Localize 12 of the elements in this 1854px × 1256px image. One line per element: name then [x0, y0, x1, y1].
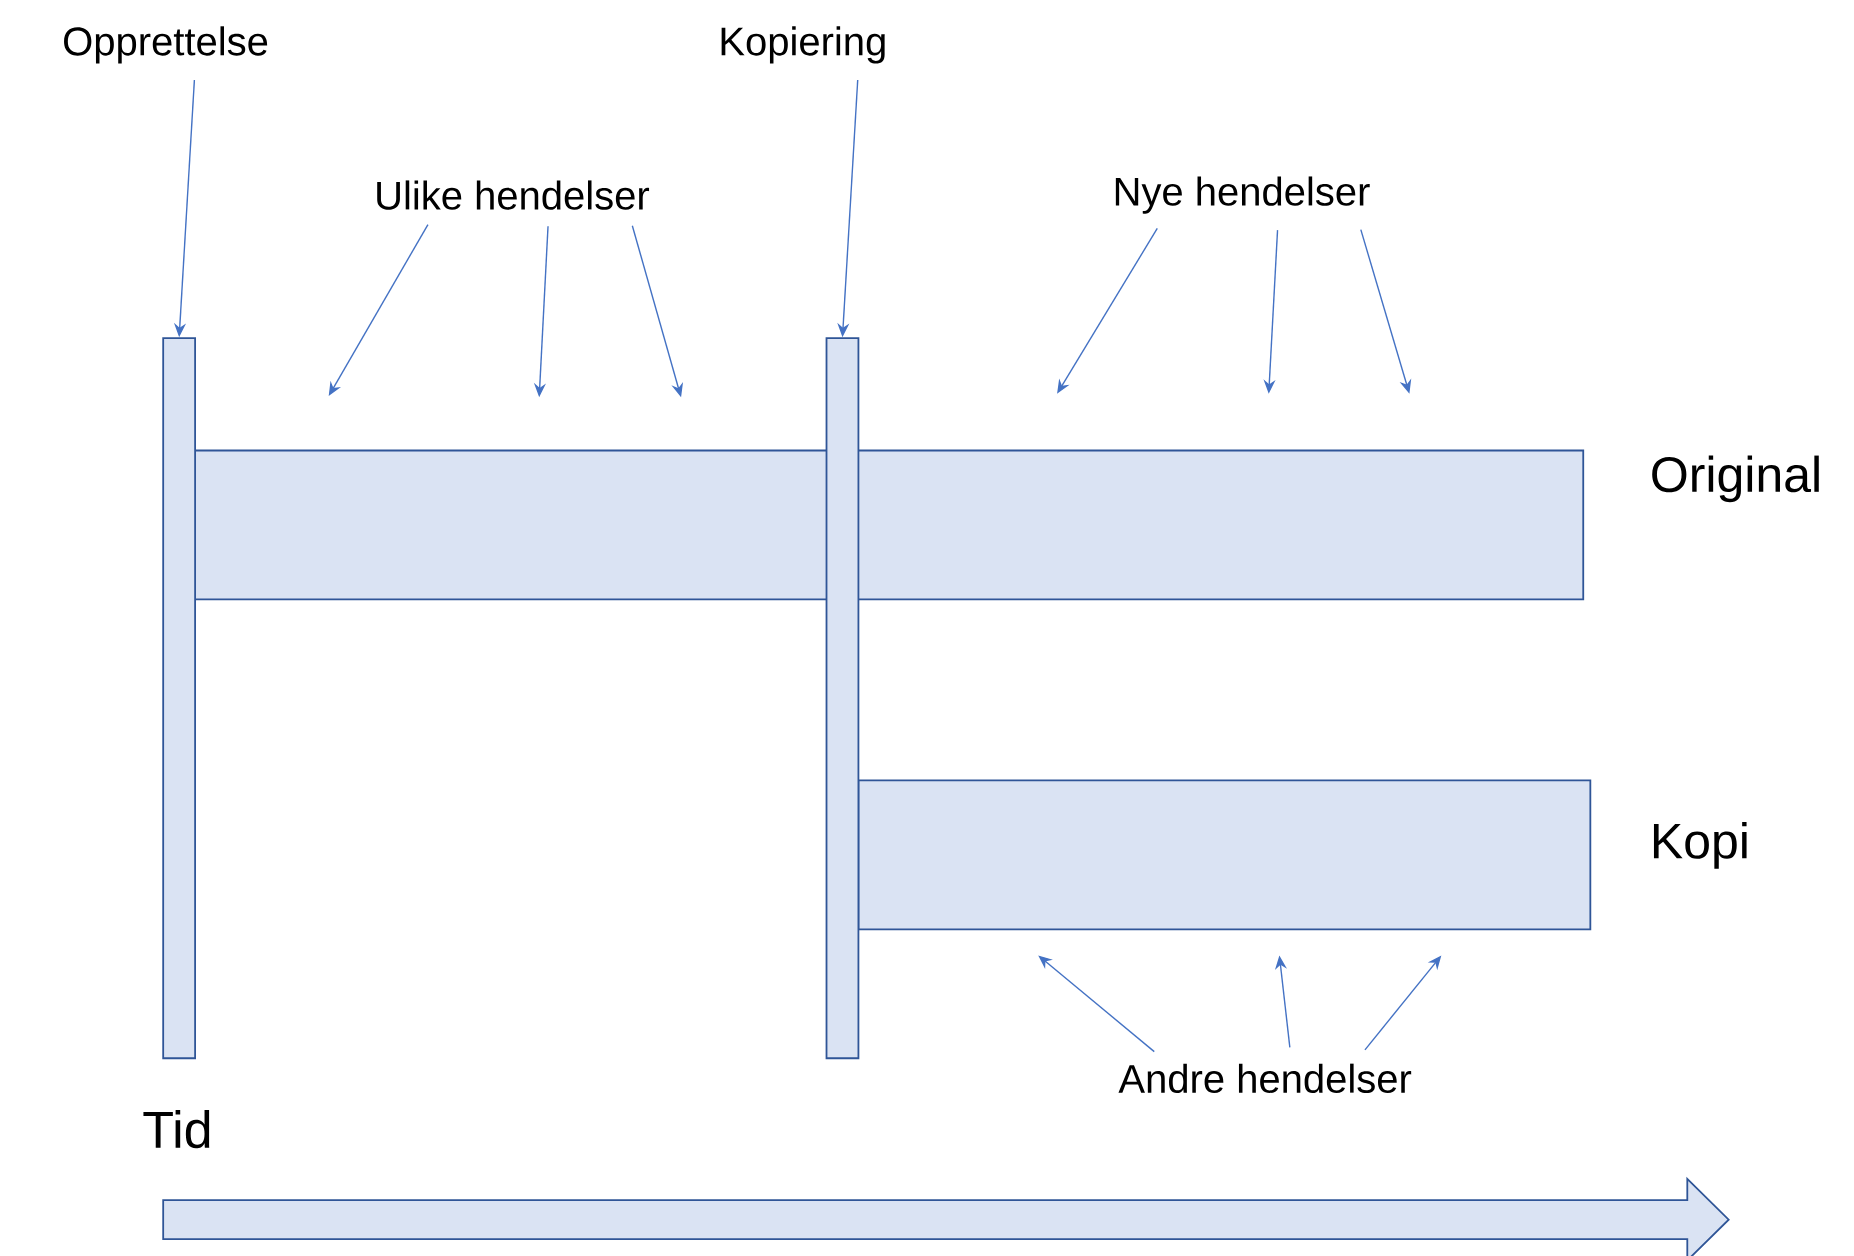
arrow	[1038, 955, 1155, 1053]
event-bar	[825, 337, 860, 1060]
event-label: Andre hendelser	[1118, 1063, 1412, 1093]
event-label: Nye hendelser	[1115, 176, 1370, 214]
event-label: Ulike hendelser	[377, 180, 650, 210]
row-label: Tid	[143, 1110, 210, 1149]
row-label: Original	[1652, 455, 1819, 503]
time-arrow	[162, 1176, 1730, 1256]
row-label: Kopi	[1653, 822, 1747, 869]
event-label: Kopiering	[721, 26, 885, 64]
event-label: Opprettelse	[64, 26, 268, 64]
event-bar	[162, 337, 196, 1060]
